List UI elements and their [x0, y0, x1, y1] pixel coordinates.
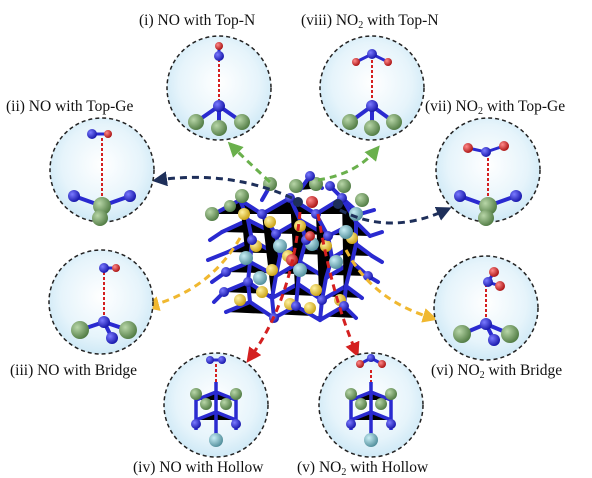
label-v: (v) NO2 with Hollow [297, 459, 429, 478]
label-ii: (ii) NO with Top-Ge [6, 98, 134, 115]
bubble-iii-no-bridge [48, 249, 154, 355]
bubble-vi-no2-bridge [433, 255, 539, 361]
label-iii: (iii) NO with Bridge [10, 362, 137, 379]
bubble-iv-no-hollow [163, 352, 269, 458]
label-viii: (viii) NO2 with Top-N [301, 12, 439, 31]
central-slab [205, 171, 384, 323]
bubble-i-no-top-n [166, 35, 272, 141]
label-vii: (vii) NO2 with Top-Ge [425, 98, 566, 117]
bubble-ii-no-top-ge [49, 117, 155, 226]
label-iv: (iv) NO with Hollow [133, 459, 264, 476]
label-i: (i) NO with Top-N [139, 12, 256, 29]
bubble-viii-no2-top-n [319, 35, 425, 141]
label-vi: (vi) NO2 with Bridge [431, 362, 563, 381]
arrows [144, 141, 452, 363]
bubble-vii-no2-top-ge [435, 117, 541, 226]
bubble-v-no2-hollow [318, 352, 424, 458]
